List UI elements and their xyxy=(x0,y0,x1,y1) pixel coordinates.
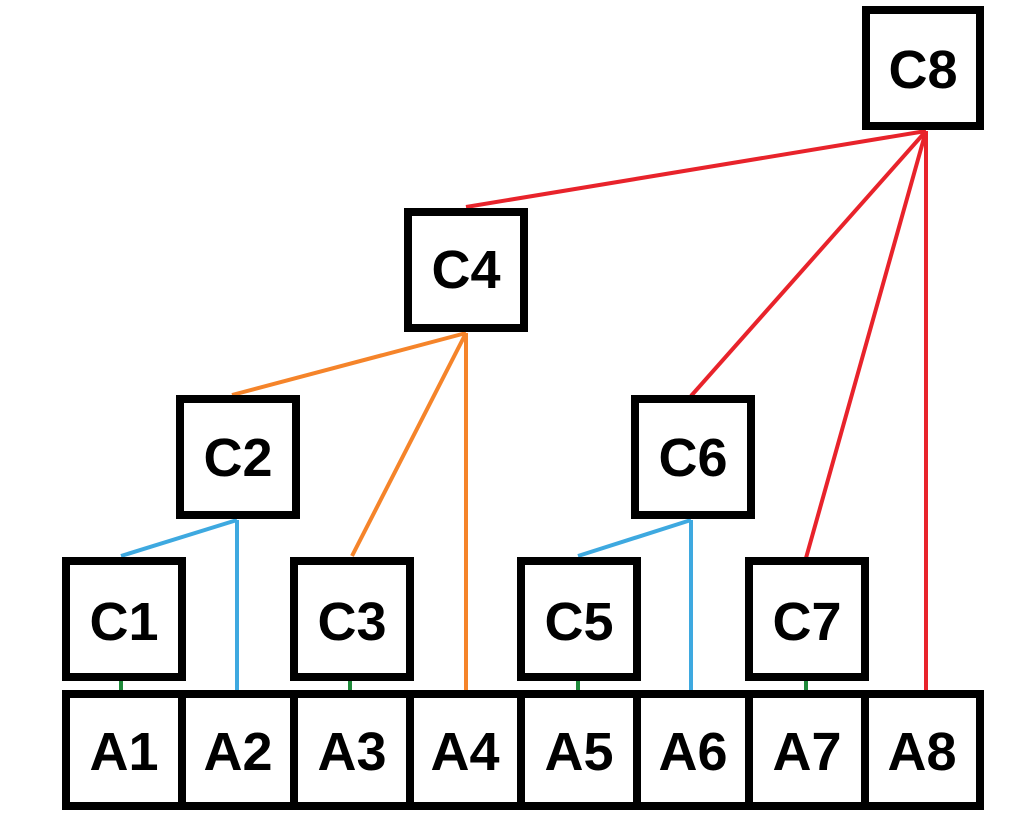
array-cell-a6-label: A6 xyxy=(658,722,727,782)
array-cell-a3: A3 xyxy=(290,690,414,810)
array-cell-a5: A5 xyxy=(517,690,641,810)
array-cell-a2: A2 xyxy=(178,690,298,810)
edge-c4-c2 xyxy=(231,331,467,397)
array-cell-a7: A7 xyxy=(745,690,869,810)
node-c7-label: C7 xyxy=(772,592,841,652)
array-cell-a5-label: A5 xyxy=(544,722,613,782)
node-c7: C7 xyxy=(745,557,869,681)
edges xyxy=(119,129,928,694)
node-c8: C8 xyxy=(862,6,984,130)
node-c5-label: C5 xyxy=(544,592,613,652)
array-cell-a2-label: A2 xyxy=(203,722,272,782)
node-c2-label: C2 xyxy=(203,428,272,488)
edge-c4-c3 xyxy=(350,332,468,557)
node-c1: C1 xyxy=(62,557,186,681)
array-cell-a8: A8 xyxy=(861,690,984,810)
node-c5: C5 xyxy=(517,557,641,681)
edge-c8-c6 xyxy=(689,129,928,398)
array-cell-a3-label: A3 xyxy=(317,722,386,782)
edge-c8-c4 xyxy=(465,129,927,209)
array-row: A1 A2 A3 A4 A5 A6 A7 A8 xyxy=(62,690,984,810)
edge-c8-c7 xyxy=(804,130,928,559)
node-c3-label: C3 xyxy=(317,592,386,652)
array-cell-a1: A1 xyxy=(62,690,186,810)
array-cell-a4-label: A4 xyxy=(430,722,499,782)
array-cell-a4: A4 xyxy=(406,690,525,810)
array-cell-a1-label: A1 xyxy=(89,722,158,782)
node-c6-label: C6 xyxy=(658,428,727,488)
node-c2: C2 xyxy=(176,395,300,519)
node-c8-label: C8 xyxy=(888,40,957,100)
node-c4: C4 xyxy=(404,208,528,332)
node-c1-label: C1 xyxy=(89,592,158,652)
array-cell-a6: A6 xyxy=(633,690,753,810)
node-c3: C3 xyxy=(290,557,414,681)
array-cell-a7-label: A7 xyxy=(772,722,841,782)
edge-c2-c1 xyxy=(120,518,238,558)
array-cell-a8-label: A8 xyxy=(887,722,956,782)
edge-c6-c5 xyxy=(577,518,692,558)
node-c4-label: C4 xyxy=(431,240,500,300)
node-c6: C6 xyxy=(631,395,755,519)
